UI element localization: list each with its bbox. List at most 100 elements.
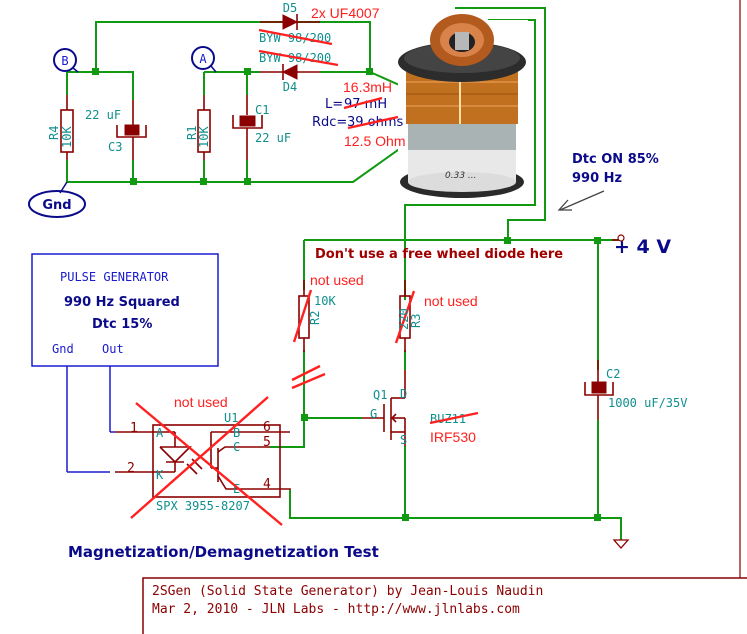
u1-pin-2: 2 <box>127 461 135 476</box>
wire-bottom-rail <box>289 490 622 540</box>
q1-new-part: IRF530 <box>430 429 476 445</box>
wire-b-rail <box>67 71 134 100</box>
credits-line-2: Mar 2, 2010 - JLN Labs - http://www.jlnl… <box>152 602 520 617</box>
wire-u1-pin5 <box>270 418 305 448</box>
pg-title: PULSE GENERATOR <box>60 270 169 284</box>
r1-value: 10K <box>197 126 211 148</box>
node-a-text: A <box>199 52 207 66</box>
not-used-r2: not used <box>310 272 364 288</box>
d5-ref: D5 <box>283 1 297 15</box>
c3-ref: C3 <box>108 140 122 154</box>
strike-x <box>135 402 283 526</box>
u1-pin-b: B <box>233 426 240 440</box>
junction <box>92 68 99 75</box>
c1-value: 22 uF <box>255 131 291 145</box>
q1-source-pin: S <box>400 433 407 447</box>
strike-line <box>343 96 383 110</box>
warning-label: Don't use a free wheel diode here <box>315 247 563 262</box>
strike-line <box>429 411 479 425</box>
r1-ref: R1 <box>185 126 199 140</box>
u1-pin-c: C <box>233 440 240 454</box>
capacitor-c3: 22 uF C3 <box>85 100 147 160</box>
cut-mark <box>291 364 321 382</box>
coil-rdc-prefix: Rdc= <box>312 115 347 130</box>
u1-ref: U1 <box>224 411 238 425</box>
d4-ref: D4 <box>283 80 297 94</box>
resistor-r4: R4 10K <box>47 95 74 160</box>
resistor-r2: 10K R2 <box>292 280 336 352</box>
cut-mark <box>291 372 326 390</box>
pg-duty: Dtc 15% <box>92 317 152 332</box>
diagram-title: Magnetization/Demagnetization Test <box>68 543 379 561</box>
node-b-label: B <box>53 48 79 73</box>
optocoupler-u1: 1 2 6 5 4 A K B C E U1 SPX 3955-8207 <box>115 411 291 513</box>
mosfet-q1: Q1 G D S <box>362 370 407 447</box>
junction <box>244 68 251 75</box>
diode-d5: D5 <box>260 1 320 30</box>
junction <box>130 178 137 185</box>
u1-pin-k: K <box>156 468 164 482</box>
pg-freq: 990 Hz Squared <box>64 295 180 310</box>
r4-ref: R4 <box>47 126 61 140</box>
junctions <box>92 68 601 521</box>
supply-terminal <box>612 234 625 242</box>
c3-value: 22 uF <box>85 108 121 122</box>
c1-ref: C1 <box>255 103 269 117</box>
u1-pin-5: 5 <box>263 435 271 450</box>
u1-pin-a: A <box>156 426 164 440</box>
wire-gnd-rail <box>67 139 413 183</box>
strike-line <box>347 115 399 130</box>
u1-pin-e: E <box>233 482 240 496</box>
supply-voltage-label: + 4 V <box>614 236 671 258</box>
node-gnd-text: Gnd <box>42 198 71 213</box>
junction <box>504 237 511 244</box>
resistor-r3: 220 R3 <box>394 280 423 352</box>
coil-new-inductance: 16.3mH <box>343 79 392 95</box>
title-block: 2SGen (Solid State Generator) by Jean-Lo… <box>142 0 747 634</box>
junction <box>594 514 601 521</box>
resistor-r1: R1 10K <box>185 95 211 160</box>
c2-ref: C2 <box>606 367 620 381</box>
u1-pin-4: 4 <box>263 477 271 492</box>
junction <box>594 237 601 244</box>
junction <box>366 68 373 75</box>
u1-pin-6: 6 <box>263 420 271 435</box>
node-b-text: B <box>61 54 68 68</box>
pg-pin-out: Out <box>102 342 124 356</box>
r2-ref: R2 <box>308 311 322 325</box>
junction <box>200 178 207 185</box>
junction <box>244 178 251 185</box>
q1-drain-pin: D <box>400 387 407 401</box>
not-used-r3: not used <box>424 293 478 309</box>
pulse-generator: PULSE GENERATOR 990 Hz Squared Dtc 15% G… <box>31 253 219 367</box>
credits-line-1: 2SGen (Solid State Generator) by Jean-Lo… <box>152 584 543 599</box>
not-used-u1: not used <box>174 394 228 410</box>
u1-part: SPX 3955-8207 <box>156 499 250 513</box>
c2-value: 1000 uF/35V <box>608 396 687 410</box>
duty-on-label: Dtc ON 85% <box>572 152 659 167</box>
node-gnd-label: Gnd <box>28 181 86 218</box>
q1-gate-pin: G <box>370 407 377 421</box>
junction <box>301 414 308 421</box>
coil-new-rdc: 12.5 Ohm <box>344 133 405 149</box>
duty-freq-label: 990 Hz <box>572 171 622 186</box>
junction <box>402 514 409 521</box>
strike-line <box>258 49 339 67</box>
wires <box>66 7 622 540</box>
pg-pin-gnd: Gnd <box>52 342 74 356</box>
capacitor-c1: C1 22 uF <box>232 95 291 160</box>
r3-ref: R3 <box>409 314 423 328</box>
wire-coil-out-1 <box>455 7 546 240</box>
coil-l-prefix: L= <box>325 97 343 112</box>
coil-photo: 0.33 ... <box>398 14 528 202</box>
u1-pin-1: 1 <box>130 421 138 436</box>
coil-old-inductance: 97 mH <box>344 97 387 112</box>
q1-ref: Q1 <box>373 388 387 402</box>
r4-value: 10K <box>60 126 74 148</box>
strike-line <box>258 28 333 46</box>
r3-value: 220 <box>397 308 411 330</box>
diode-new-part: 2x UF4007 <box>311 5 380 21</box>
wire-d5-loop <box>95 21 371 72</box>
r2-value: 10K <box>314 294 336 308</box>
